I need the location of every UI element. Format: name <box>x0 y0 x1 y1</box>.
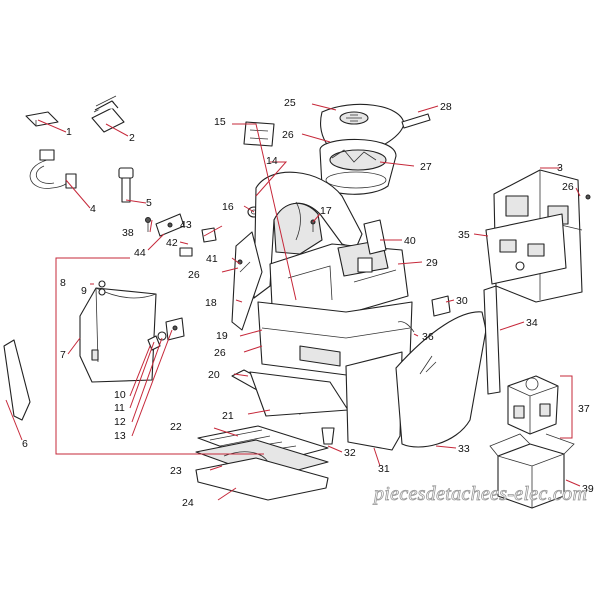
part-35-control-board <box>485 213 567 285</box>
callout-4: 4 <box>90 203 96 215</box>
callout-19: 19 <box>216 330 228 342</box>
callout-32: 32 <box>344 447 356 459</box>
callout-29: 29 <box>426 257 438 269</box>
part-1-wedge <box>25 111 59 127</box>
part-29-internal-frame <box>269 219 409 315</box>
callout-43: 43 <box>180 219 192 231</box>
callout-21: 21 <box>222 410 234 422</box>
callout-26-b: 26 <box>188 269 200 281</box>
callout-31: 31 <box>378 463 390 475</box>
callout-8: 8 <box>60 277 66 289</box>
callout-22: 22 <box>170 421 182 433</box>
callout-35: 35 <box>458 229 470 241</box>
callout-39: 39 <box>582 483 594 495</box>
callout-25: 25 <box>284 97 296 109</box>
callout-36: 36 <box>422 331 434 343</box>
part-39-packaging-box <box>489 433 575 509</box>
callout-30: 30 <box>456 295 468 307</box>
callout-26-c: 26 <box>214 347 226 359</box>
callout-3: 3 <box>557 162 563 174</box>
part-19-chassis <box>257 301 413 377</box>
part-34-clip <box>483 285 501 395</box>
callout-16: 16 <box>222 201 234 213</box>
callout-11: 11 <box>114 402 125 414</box>
part-21-drip-base <box>249 371 349 417</box>
callout-14: 14 <box>266 155 278 167</box>
callout-27: 27 <box>420 161 432 173</box>
part-9-float <box>98 280 106 296</box>
callout-5: 5 <box>146 197 152 209</box>
callout-40: 40 <box>404 235 416 247</box>
callout-23: 23 <box>170 465 182 477</box>
part-26-screw-right <box>585 194 591 200</box>
part-5-spout <box>118 167 134 203</box>
callout-18: 18 <box>205 297 217 309</box>
callout-24: 24 <box>182 497 194 509</box>
part-18-side-panel <box>231 231 263 331</box>
leader-lines <box>5 103 581 501</box>
callout-7: 7 <box>60 349 66 361</box>
callout-26-d: 26 <box>562 181 574 193</box>
part-32-foot <box>321 427 335 445</box>
callout-42: 42 <box>166 237 178 249</box>
watermark-text: piecesdetachees-elec.com <box>372 483 587 505</box>
callout-6: 6 <box>22 438 28 450</box>
part-31-front-cover <box>345 351 403 451</box>
part-42-connector <box>179 247 193 257</box>
callout-15: 15 <box>214 116 226 128</box>
part-28-hinge <box>401 113 431 129</box>
callout-labels: 1 2 3 4 5 6 7 8 9 10 11 12 13 14 15 16 1… <box>22 97 594 509</box>
callout-41: 41 <box>206 253 218 265</box>
part-30-block <box>431 295 451 317</box>
part-27-bean-hopper <box>319 138 397 195</box>
part-38-screw <box>145 217 151 232</box>
callout-1: 1 <box>66 126 72 138</box>
callout-26: 26 <box>282 129 294 141</box>
part-24-tray-base <box>195 457 329 501</box>
callout-13: 13 <box>114 430 126 442</box>
callout-44: 44 <box>134 247 146 259</box>
callout-17: 17 <box>320 205 332 217</box>
callout-28: 28 <box>440 101 452 113</box>
callout-37: 37 <box>578 403 590 415</box>
part-36-pipe <box>397 321 415 333</box>
part-37-brew-unit <box>507 375 559 435</box>
callout-2: 2 <box>129 132 135 144</box>
part-6-side-panel <box>3 339 31 421</box>
callout-33: 33 <box>458 443 470 455</box>
part-4-power-cord <box>29 149 77 189</box>
part-14-body-shell <box>253 171 363 299</box>
callout-12: 12 <box>114 416 126 428</box>
callout-20: 20 <box>208 369 220 381</box>
part-44-bracket <box>155 213 185 237</box>
callout-9: 9 <box>81 285 87 297</box>
callout-38: 38 <box>122 227 134 239</box>
callout-34: 34 <box>526 317 538 329</box>
part-2-filter-stack <box>91 95 125 133</box>
part-15-label-card <box>243 121 275 147</box>
callout-10: 10 <box>114 389 126 401</box>
